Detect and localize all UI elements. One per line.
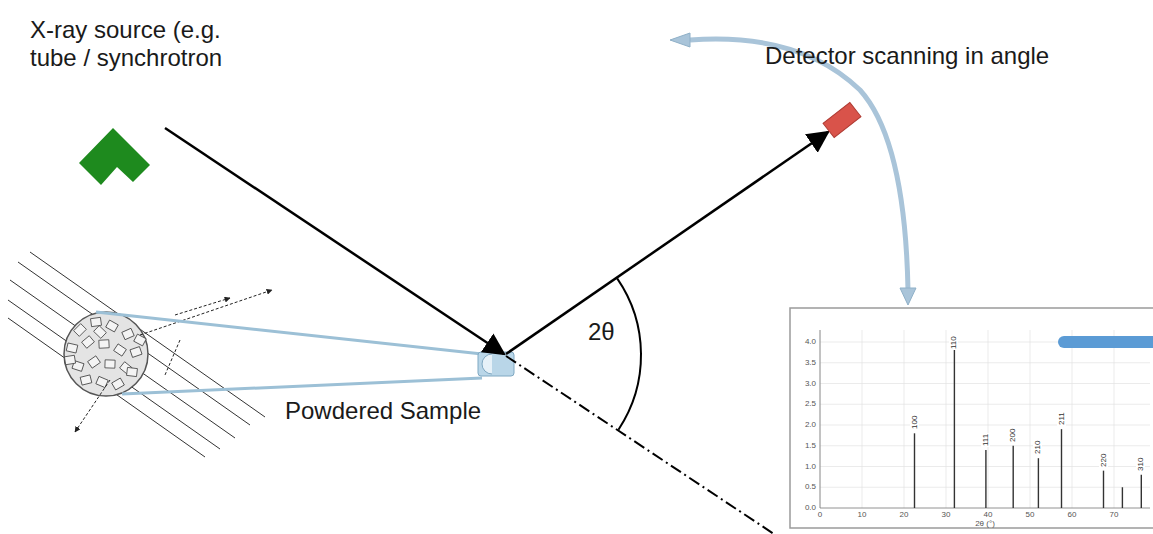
peak-line [1103,471,1104,508]
grid-line [904,330,905,508]
peak-index: 211 [1057,411,1066,426]
powder-grain [114,344,127,356]
grid-line [820,487,1150,488]
peak-index: 200 [1008,427,1017,442]
x-axis [820,508,1150,509]
zoom-line [122,378,482,394]
grid-line [988,330,989,508]
grid-line [820,404,1150,405]
sample-holder [482,354,492,374]
y-tick: 3.5 [805,358,816,367]
grid-line [862,330,863,508]
powder-grain [80,375,92,385]
powder-grain [122,328,134,339]
x-tick: 0 [818,510,822,519]
peak-line [1061,429,1062,508]
angle-label: 2θ [588,318,615,346]
peak-line [1013,446,1014,508]
scattered-rays [75,290,272,432]
detector-label: Detector scanning in angle [765,42,1049,70]
x-tick: 40 [984,510,993,519]
powder-grain [66,343,78,353]
grid-line [1114,330,1115,508]
diffracted-beam [506,132,828,354]
peak-index: 100 [910,415,919,430]
x-axis-title: 2θ (°) [975,519,995,528]
powder-grain [105,360,115,368]
powder-grains [64,317,146,390]
peak-line [1122,487,1123,508]
peak-line [985,450,986,508]
y-tick: 3.0 [805,379,816,388]
incident-rays [8,252,265,457]
powder-grain [74,324,87,337]
chart-legend-pill [1058,336,1153,348]
x-tick: 60 [1068,510,1077,519]
pattern-panel [790,308,1153,528]
zoom-line [96,312,482,354]
peak-index: 111 [981,433,990,447]
detector-track [690,39,908,290]
grid-line [1030,330,1031,508]
incident-beam [165,128,504,354]
powder-grain [82,336,95,349]
powder-grain [127,367,138,376]
powder-grain [130,347,142,358]
powder-grain [99,340,109,349]
x-tick: 70 [1110,510,1119,519]
magnified-powder [64,312,148,396]
powder-grain [112,378,125,390]
powder-grain [106,320,119,332]
track-arrow [670,33,690,47]
peak-index: 210 [1033,440,1042,455]
y-axis [820,330,821,508]
powder-grain [94,326,107,339]
powder-grain [64,355,75,364]
xray-source [79,128,150,185]
x-tick: 30 [942,510,951,519]
powder-grain [134,334,147,346]
grid-line [820,383,1150,384]
y-tick: 1.0 [805,462,816,471]
x-tick: 50 [1026,510,1035,519]
straight-through-line [506,356,780,534]
y-tick: 4.0 [805,337,816,346]
y-tick: 0.5 [805,483,816,492]
peak-line [1141,475,1142,508]
grid-line [820,330,821,508]
grid-line [820,425,1150,426]
peak-line [954,338,955,508]
peak-line [914,433,915,508]
peak-index: 110 [949,335,958,350]
chart-grid [820,330,1150,508]
peak-line [1038,458,1039,508]
detector [823,102,861,137]
track-arrow [900,288,916,305]
grid-line [820,362,1150,363]
diffraction-peaks [915,338,1142,508]
x-tick: 10 [858,510,867,519]
angle-arc [617,278,641,429]
y-tick: 0.0 [805,503,816,512]
peak-index: 220 [1099,452,1108,467]
powder-grain [90,317,101,326]
powder-sample [478,352,514,376]
y-tick: 2.0 [805,420,816,429]
y-tick: 2.5 [805,400,816,409]
y-tick: 1.5 [805,441,816,450]
grid-line [1072,330,1073,508]
source-label: X-ray source (e.g. tube / synchrotron [30,16,265,71]
sample-label: Powdered Sample [285,397,481,425]
grid-line [946,330,947,508]
peak-index: 310 [1136,456,1145,471]
x-tick: 20 [900,510,909,519]
powder-grain [88,356,101,368]
